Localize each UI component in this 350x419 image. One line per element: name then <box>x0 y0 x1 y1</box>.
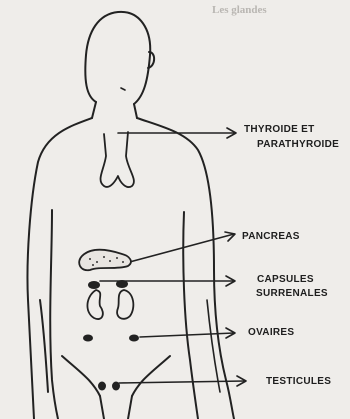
left-adrenal-gland <box>88 281 100 289</box>
label-testes: TESTICULES <box>266 376 331 388</box>
label-thyroid-line1: THYROIDE ET <box>244 124 315 136</box>
label-pancreas: PANCREAS <box>242 231 300 243</box>
right-kidney <box>117 290 133 319</box>
left-inner-arm <box>40 300 48 392</box>
left-torso-side <box>50 210 58 419</box>
label-adrenal-line2: SURRENALES <box>256 288 328 300</box>
left-leg-inner <box>100 396 104 419</box>
head-outline <box>85 12 150 104</box>
right-ovary <box>129 335 139 342</box>
label-adrenal-line1: CAPSULES <box>257 274 314 286</box>
pancreas-arrow-line <box>126 234 234 263</box>
pancreas-gland <box>79 250 131 271</box>
right-shoulder-arm-outer <box>137 118 234 419</box>
label-ovaries: OVAIRES <box>248 327 294 339</box>
left-ovary <box>83 335 93 342</box>
neck-left <box>92 102 96 118</box>
right-torso-side <box>183 212 198 419</box>
left-groin-line <box>62 356 100 396</box>
right-leg-inner <box>128 396 132 419</box>
right-inner-arm <box>207 300 220 392</box>
left-testicle <box>98 382 106 391</box>
neck-right <box>134 104 137 118</box>
thyroid-gland <box>101 132 134 187</box>
right-groin-line <box>132 356 170 396</box>
mouth-mark <box>121 88 125 90</box>
label-thyroid-line2: PARATHYROIDE <box>257 139 339 151</box>
right-testicle <box>112 382 120 391</box>
left-kidney <box>87 290 102 319</box>
right-adrenal-gland <box>116 280 128 288</box>
